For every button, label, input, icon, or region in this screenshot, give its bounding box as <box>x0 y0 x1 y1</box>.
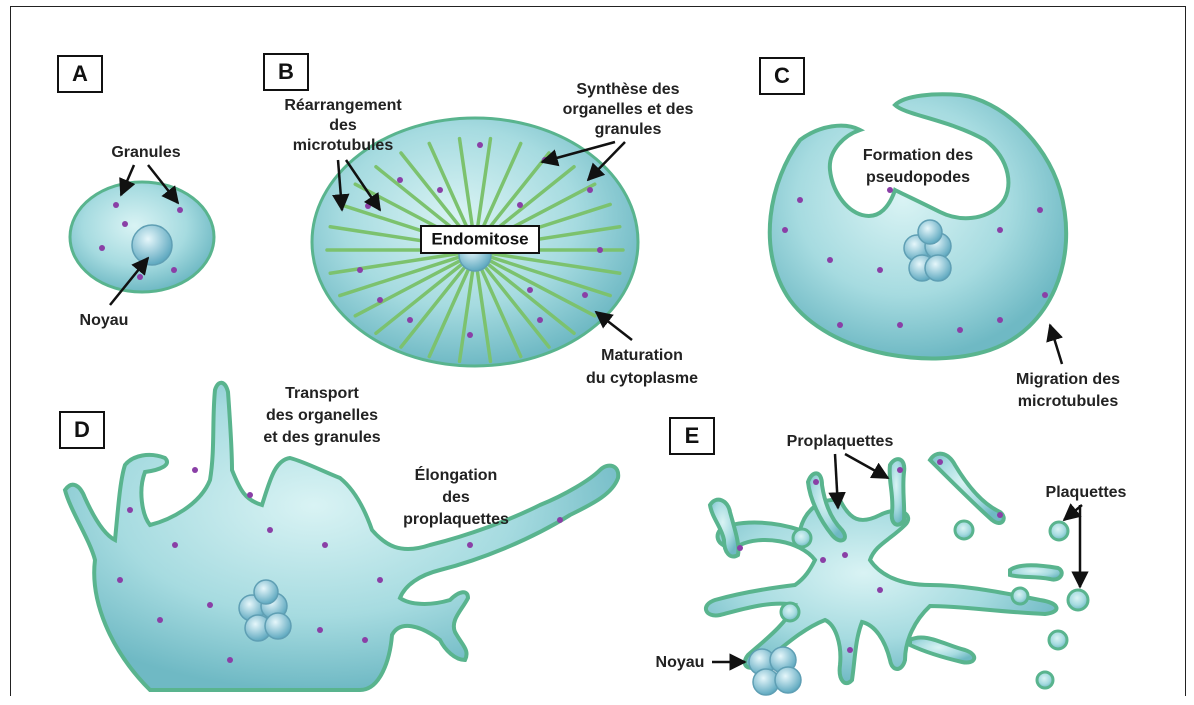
panel-b-letter: B <box>278 59 294 84</box>
label-maturation-2: du cytoplasme <box>586 370 698 387</box>
label-rearrangement-2: des <box>329 117 357 134</box>
label-pseudopodes-1: Formation des <box>863 147 973 164</box>
label-maturation-1: Maturation <box>601 347 683 364</box>
label-migration-1: Migration des <box>1016 371 1120 388</box>
label-proplaquettes: Proplaquettes <box>787 433 894 450</box>
panel-d: D Transport des organelles et des granul… <box>60 383 618 690</box>
nucleus-a <box>132 225 172 265</box>
label-elongation-3: proplaquettes <box>403 511 509 528</box>
label-rearrangement-1: Réarrangement <box>284 97 402 114</box>
label-transport-1: Transport <box>285 385 359 402</box>
panel-e: E Proplaquettes <box>656 418 1127 695</box>
panel-a: A Granules Noyau <box>58 56 214 329</box>
arrow-proplaquettes-2 <box>845 454 888 478</box>
nucleus-e <box>749 647 801 695</box>
label-noyau-e: Noyau <box>656 654 705 671</box>
label-granules: Granules <box>111 144 180 161</box>
panel-b: B Endomitose Réarrangement des microtubu… <box>264 54 698 387</box>
label-noyau-a: Noyau <box>80 312 129 329</box>
cell-c <box>770 94 1066 358</box>
panel-d-letter: D <box>74 417 90 442</box>
label-elongation-2: des <box>442 489 470 506</box>
label-migration-2: microtubules <box>1018 393 1119 410</box>
label-transport-2: des organelles <box>266 407 378 424</box>
arrow-migration <box>1050 325 1062 364</box>
label-synthese-1: Synthèse des <box>576 81 679 98</box>
panel-c: C Formation des pseudopodes Migration de… <box>760 58 1120 410</box>
panel-a-letter: A <box>72 61 88 86</box>
label-pseudopodes-2: pseudopodes <box>866 169 970 186</box>
panel-c-letter: C <box>774 63 790 88</box>
label-synthese-3: granules <box>595 121 662 138</box>
arrow-maturation <box>596 312 632 340</box>
panel-e-letter: E <box>685 423 700 448</box>
label-synthese-2: organelles et des <box>563 101 694 118</box>
label-elongation-1: Élongation <box>415 465 498 484</box>
label-rearrangement-3: microtubules <box>293 137 394 154</box>
label-endomitose: Endomitose <box>431 229 528 248</box>
label-plaquettes: Plaquettes <box>1046 484 1127 501</box>
label-transport-3: et des granules <box>263 429 380 446</box>
